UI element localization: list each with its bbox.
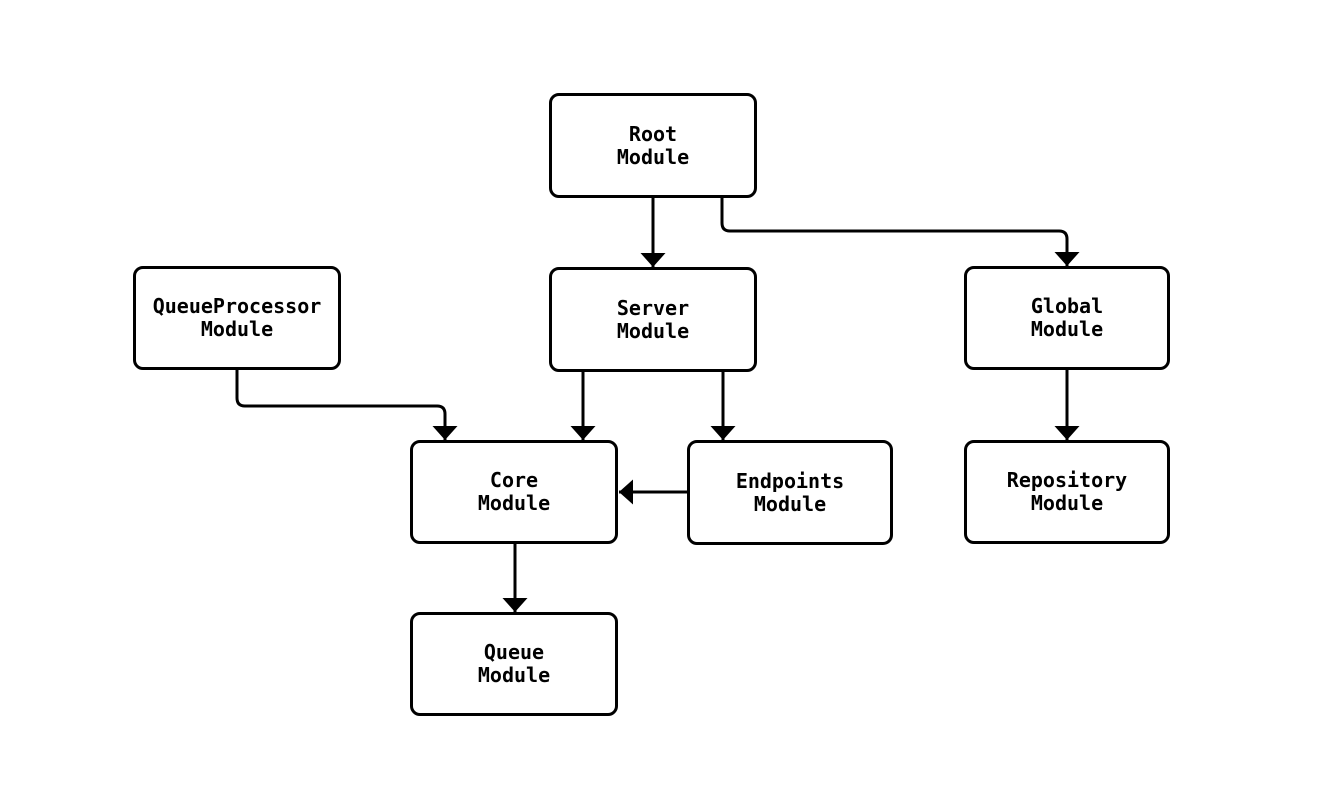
- node-queue: Queue Module: [410, 612, 618, 716]
- node-label-line: Endpoints: [735, 468, 845, 493]
- node-label-line: Module: [616, 144, 690, 169]
- node-server: Server Module: [549, 267, 757, 372]
- node-core: Core Module: [410, 440, 618, 544]
- node-label-line: Module: [616, 318, 690, 343]
- node-repository: Repository Module: [964, 440, 1170, 544]
- node-label-line: Repository: [1006, 468, 1128, 492]
- node-endpoints: Endpoints Module: [687, 440, 893, 545]
- edge-queueProcessor-core: [235, 370, 458, 440]
- node-label-line: Module: [200, 317, 274, 341]
- node-label-line: Global: [1030, 294, 1104, 318]
- node-label-line: QueueProcessor: [152, 294, 322, 318]
- node-label-line: Module: [753, 491, 827, 516]
- node-label-line: Queue: [483, 640, 545, 664]
- node-label-line: Module: [477, 663, 551, 687]
- node-root: Root Module: [549, 93, 757, 198]
- node-global: Global Module: [964, 266, 1170, 370]
- node-queueProcessor: QueueProcessor Module: [133, 266, 341, 370]
- node-label-line: Module: [1030, 491, 1104, 515]
- node-label-line: Core: [489, 468, 539, 492]
- edge-root-global: [720, 198, 1080, 266]
- node-label-line: Root: [628, 121, 678, 146]
- node-label-line: Module: [1030, 317, 1104, 341]
- node-label-line: Module: [477, 491, 551, 515]
- node-label-line: Server: [616, 295, 690, 320]
